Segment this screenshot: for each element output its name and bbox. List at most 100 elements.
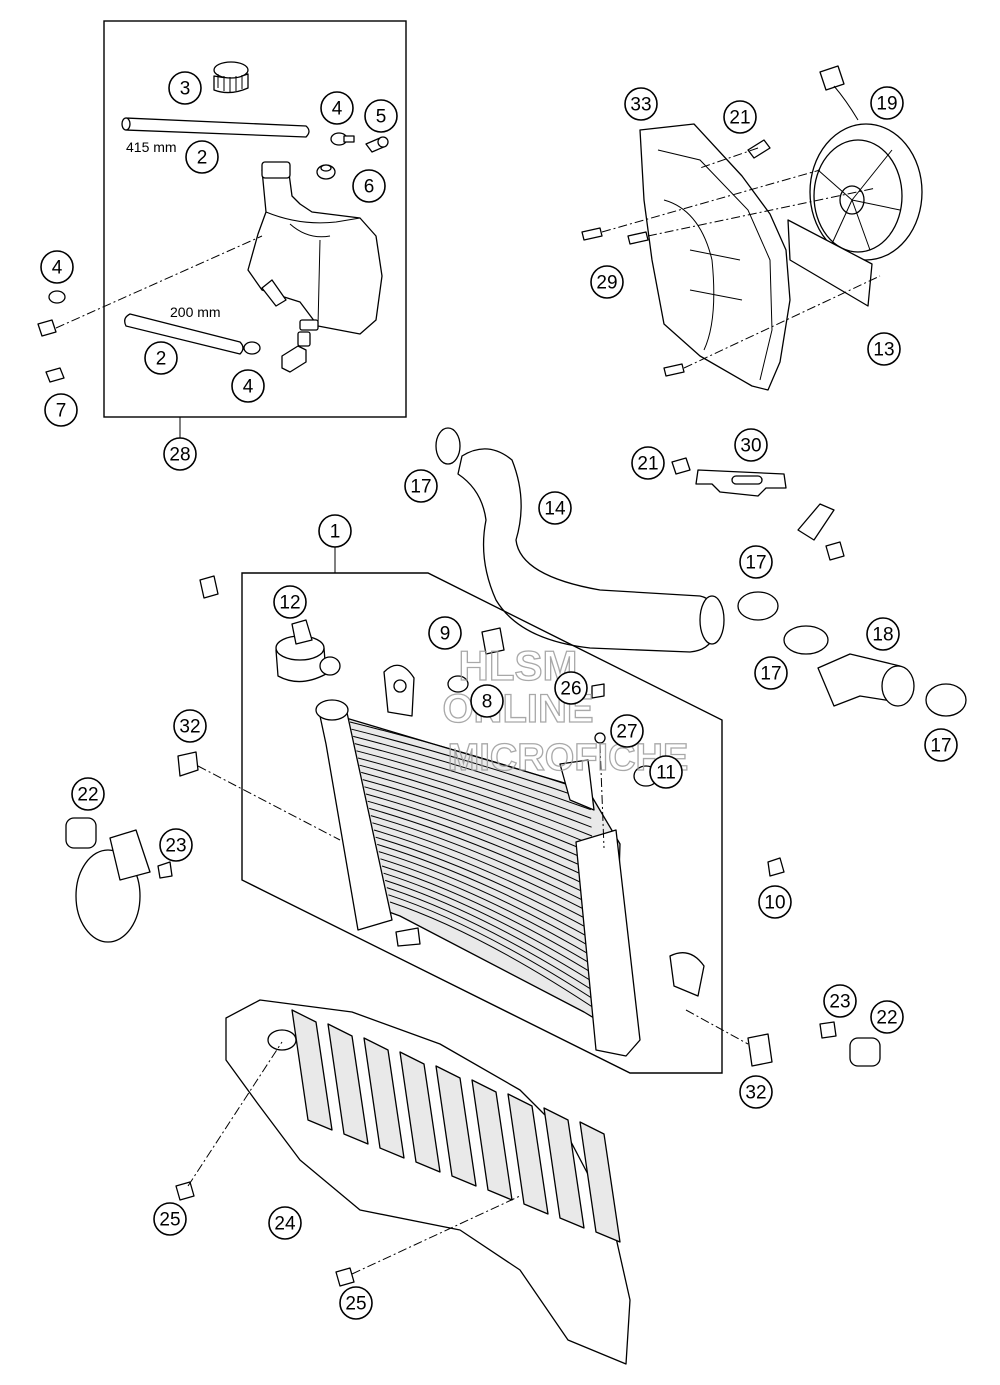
svg-text:2: 2	[197, 148, 208, 169]
svg-text:30: 30	[740, 436, 761, 457]
expansion-tank-part	[247, 161, 383, 335]
svg-text:24: 24	[274, 1214, 296, 1235]
reflector-part	[75, 829, 151, 943]
svg-text:5: 5	[376, 107, 387, 128]
radiator-fin	[388, 894, 600, 1004]
callout-18: 18	[866, 617, 900, 651]
radiator-core-part	[315, 664, 705, 1057]
callout-32: 32	[173, 709, 207, 743]
callout-27: 27	[610, 714, 644, 748]
radiator-fin	[369, 807, 596, 899]
radiator-fin	[380, 858, 598, 960]
svg-text:21: 21	[637, 454, 658, 475]
callout-17: 17	[404, 469, 438, 503]
svg-text:27: 27	[616, 722, 637, 743]
callout-1: 1	[318, 514, 352, 548]
svg-text:23: 23	[829, 992, 850, 1013]
radiator-fan-part	[787, 65, 923, 307]
radiator-fin	[375, 836, 597, 934]
radiator-fin	[361, 771, 593, 855]
callout-32: 32	[739, 1075, 773, 1109]
radiator-fin	[354, 743, 592, 819]
svg-text:17: 17	[760, 664, 781, 685]
svg-text:13: 13	[873, 340, 894, 361]
svg-text:11: 11	[656, 763, 676, 784]
callout-11: 11	[649, 755, 683, 789]
radiator-fin	[351, 728, 591, 802]
spoiler-vane	[507, 1093, 549, 1215]
callout-6: 6	[352, 169, 386, 203]
spoiler-vane	[327, 1023, 369, 1145]
radiator-fins	[349, 721, 601, 1013]
callout-21: 21	[723, 100, 757, 134]
spoiler-vane	[291, 1009, 333, 1131]
callout-4: 4	[231, 369, 265, 403]
svg-text:26: 26	[560, 679, 581, 700]
radiator-fin	[377, 843, 598, 943]
svg-text:32: 32	[745, 1083, 766, 1104]
svg-text:12: 12	[279, 593, 300, 614]
callout-24: 24	[268, 1206, 302, 1240]
svg-text:17: 17	[410, 477, 431, 498]
callout-8: 8	[470, 684, 504, 718]
spoiler-vane	[435, 1065, 477, 1187]
hose-short-length: 200 mm	[170, 304, 221, 320]
radiator-fin	[359, 764, 593, 846]
radiator-fin	[373, 829, 597, 925]
callout-3: 3	[168, 71, 202, 105]
callout-19: 19	[870, 86, 904, 120]
callout-2: 2	[185, 140, 219, 174]
spoiler-vane	[363, 1037, 405, 1159]
radiator-cap-part	[275, 619, 327, 683]
callout-4: 4	[320, 91, 354, 125]
radiator-fin	[381, 865, 599, 969]
svg-text:6: 6	[364, 177, 375, 198]
callout-12: 12	[273, 585, 307, 619]
radiator-hose-part	[457, 448, 725, 653]
svg-text:25: 25	[345, 1294, 366, 1315]
svg-text:17: 17	[745, 553, 766, 574]
radiator-fin	[357, 757, 593, 837]
radiator-fin	[370, 815, 596, 907]
callout-25: 25	[153, 1202, 187, 1236]
svg-text:3: 3	[180, 79, 191, 100]
svg-text:19: 19	[876, 94, 897, 115]
svg-text:23: 23	[165, 836, 186, 857]
callout-13: 13	[867, 332, 901, 366]
svg-text:17: 17	[930, 736, 951, 757]
callout-14: 14	[538, 491, 572, 525]
callout-26: 26	[554, 671, 588, 705]
radiator-fin	[383, 872, 599, 978]
hose-clamp-part	[330, 132, 355, 146]
callout-5: 5	[364, 99, 398, 133]
callout-25: 25	[339, 1286, 373, 1320]
callout-30: 30	[734, 428, 768, 462]
callout-2: 2	[144, 341, 178, 375]
svg-text:22: 22	[876, 1008, 897, 1029]
rubber-mount-left-part	[65, 817, 97, 849]
radiator-fin	[365, 793, 595, 881]
svg-text:29: 29	[596, 273, 617, 294]
svg-text:10: 10	[764, 893, 785, 914]
filler-cap-part	[213, 61, 249, 94]
spoiler-vane	[543, 1107, 585, 1229]
radiator-fin	[356, 750, 592, 828]
callout-17: 17	[739, 545, 773, 579]
svg-text:7: 7	[56, 401, 67, 422]
short-hose-part	[124, 313, 244, 355]
svg-text:4: 4	[332, 99, 343, 120]
svg-text:2: 2	[156, 349, 167, 370]
callout-9: 9	[428, 616, 462, 650]
grommet-part	[316, 164, 336, 180]
svg-text:9: 9	[440, 624, 451, 645]
svg-text:33: 33	[630, 95, 651, 116]
callout-23: 23	[159, 828, 193, 862]
svg-text:32: 32	[179, 717, 200, 738]
radiator-fin	[372, 822, 596, 916]
tank-bolt-part	[37, 235, 263, 337]
callout-4: 4	[40, 250, 74, 284]
hose-connector-part	[817, 653, 915, 707]
radiator-fin	[353, 735, 591, 811]
elbow-fitting-part	[365, 136, 389, 153]
